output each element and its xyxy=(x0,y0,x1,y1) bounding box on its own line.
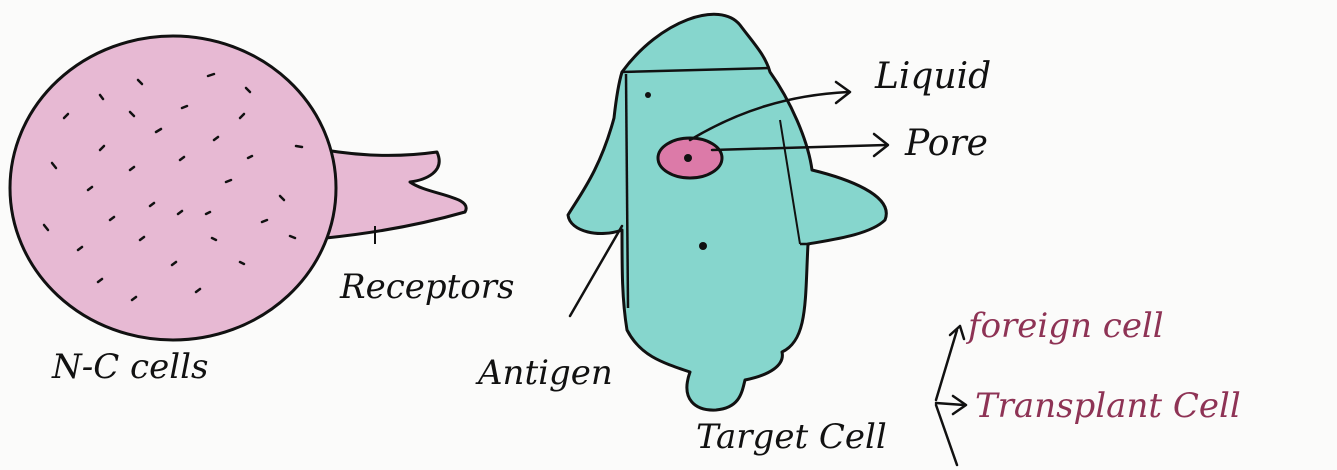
target-cell-dot-1 xyxy=(645,92,651,98)
branch-middle xyxy=(936,403,964,405)
transplant-cell-label: Transplant Cell xyxy=(975,386,1241,426)
pore-label: Pore xyxy=(904,123,988,164)
target-cell-dot-2 xyxy=(699,242,707,250)
nc-cell-body xyxy=(10,36,336,340)
target-cell-label: Target Cell xyxy=(696,417,887,457)
antigen-pointer xyxy=(570,226,622,316)
target-cell-body xyxy=(568,14,886,410)
target-cell xyxy=(568,14,886,410)
foreign-cell-label: foreign cell xyxy=(965,306,1164,346)
receptors-label: Receptors xyxy=(339,267,514,307)
nc-cells-label: N-C cells xyxy=(51,347,208,387)
receptors-shape xyxy=(325,150,466,238)
branch-stem xyxy=(936,330,957,400)
antigen-label: Antigen xyxy=(475,353,613,393)
liquid-label: Liquid xyxy=(874,56,991,97)
pore-center xyxy=(684,154,692,162)
